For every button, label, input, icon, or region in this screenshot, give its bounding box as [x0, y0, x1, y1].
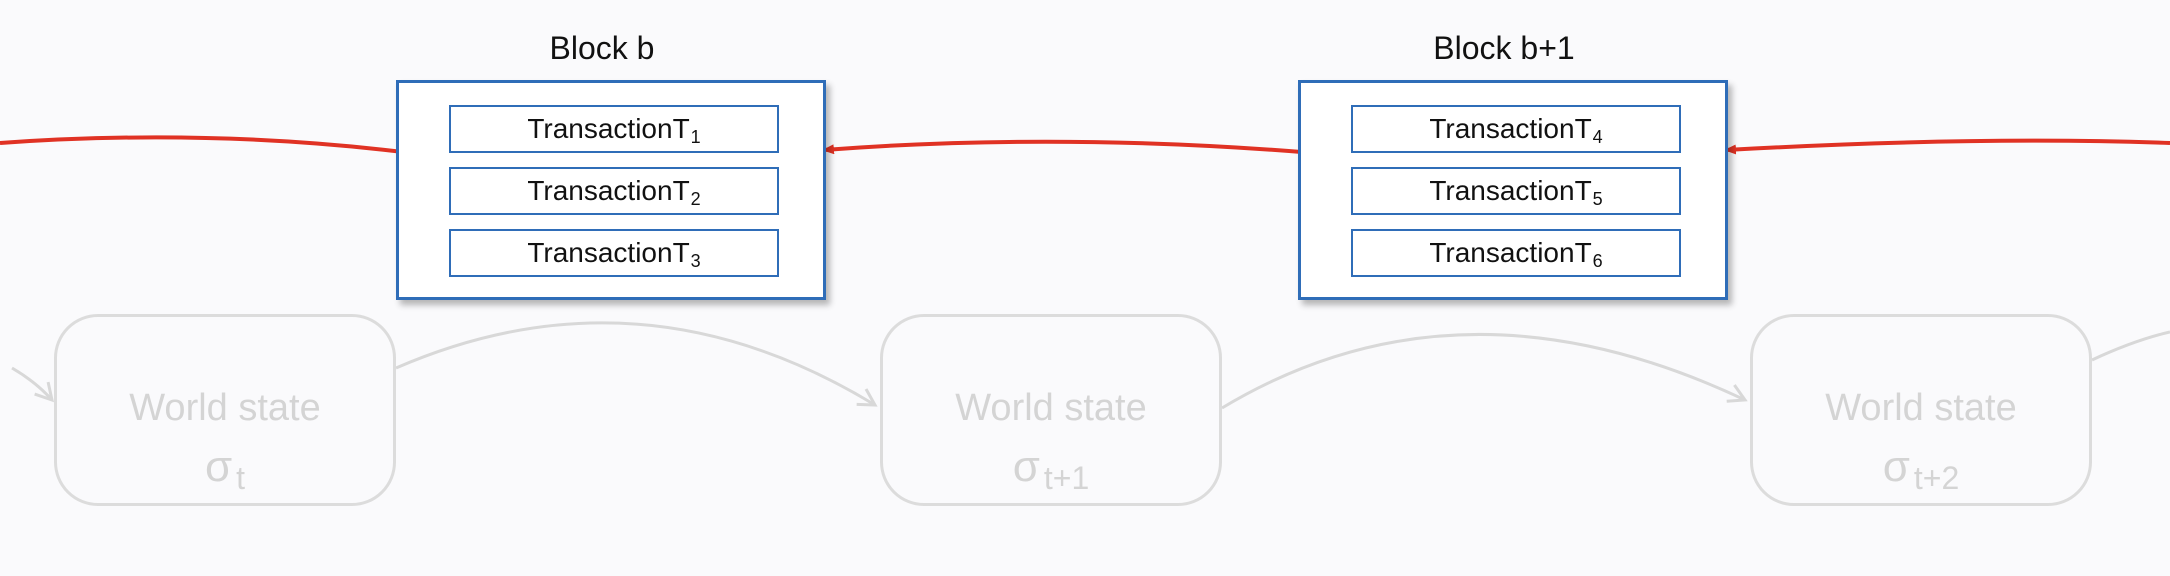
state-transition-t1-to-t2	[1221, 333, 1748, 410]
block-title: Block b+1	[1433, 30, 1575, 66]
transaction-symbol: T	[672, 175, 690, 206]
state-subscript: t+2	[1913, 460, 1960, 496]
transaction-index: 6	[1592, 250, 1603, 271]
world-state-label: World state	[129, 387, 321, 429]
transaction-symbol: T	[1574, 237, 1592, 268]
transaction-index: 3	[690, 250, 701, 271]
state-transition-outgoing	[2091, 330, 2170, 362]
transaction-label: Transaction	[527, 237, 673, 268]
transaction-label: Transaction	[1429, 113, 1575, 144]
transaction-label: Transaction	[527, 175, 673, 206]
state-transition-incoming	[11, 366, 55, 403]
transaction-label: Transaction	[527, 113, 673, 144]
transaction-symbol: T	[1574, 113, 1592, 144]
state-transition-t-to-t1	[395, 321, 878, 407]
transaction-index: 4	[1592, 126, 1603, 147]
sigma-symbol: σ	[1012, 442, 1040, 491]
sigma-symbol: σ	[204, 442, 233, 491]
transaction-symbol: T	[1574, 175, 1592, 206]
world-state-label: World state	[955, 387, 1147, 429]
world-state-label: World state	[1825, 387, 2017, 429]
transaction-label: Transaction	[1429, 175, 1575, 206]
state-subscript: t+1	[1043, 460, 1090, 496]
chain-link-block-b1-to-block-b	[822, 139, 1315, 155]
block-title: Block b	[549, 30, 655, 66]
transaction-index: 2	[690, 188, 701, 209]
transaction-index: 5	[1592, 188, 1603, 209]
transaction-symbol: T	[672, 237, 690, 268]
transaction-label: Transaction	[1429, 237, 1575, 268]
sigma-symbol: σ	[1882, 442, 1910, 491]
state-subscript: t	[236, 460, 246, 496]
chain-link-incoming-right	[1724, 138, 2170, 155]
transaction-symbol: T	[672, 113, 690, 144]
transaction-index: 1	[690, 126, 701, 147]
chain-link-incoming-left	[0, 135, 412, 155]
